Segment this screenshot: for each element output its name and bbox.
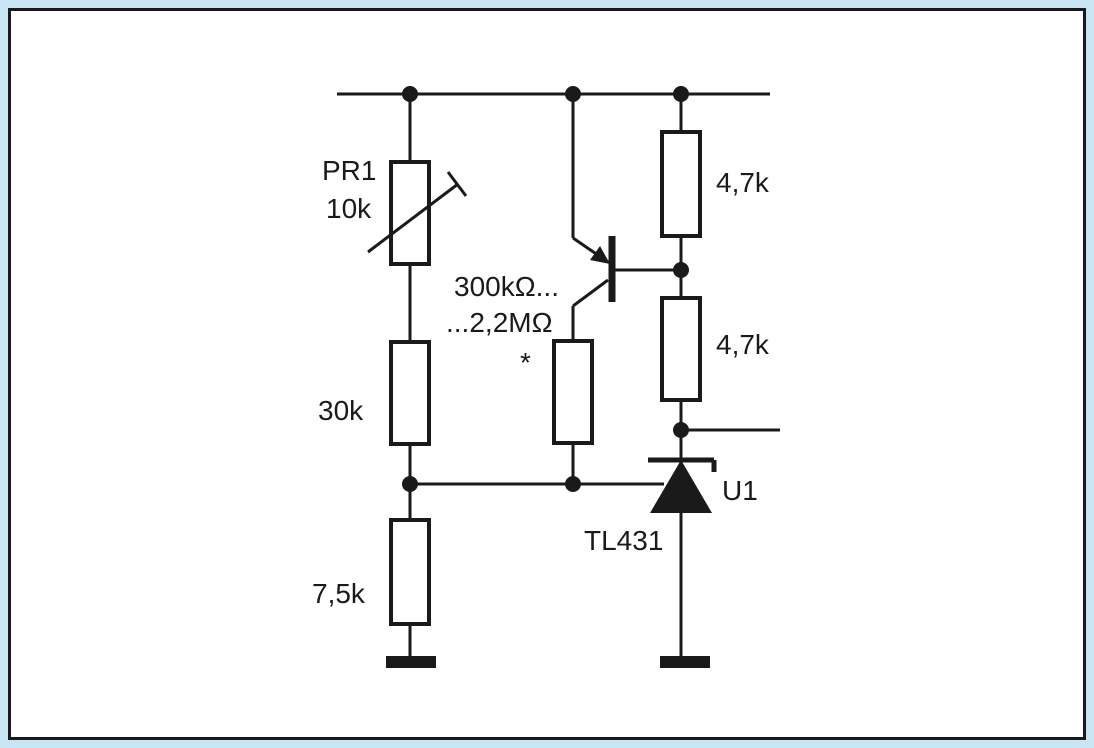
tl431-triangle: [650, 460, 712, 513]
resistor-selectable: [552, 339, 594, 445]
label-u1-name: U1: [722, 475, 758, 506]
label-pr1-value: 10k: [326, 193, 372, 224]
label-pr1-name: PR1: [322, 155, 376, 186]
label-selectable-line1: 300kΩ...: [454, 271, 559, 302]
junction-dot: [673, 86, 689, 102]
label-selectable-line2: ...2,2MΩ: [446, 307, 553, 338]
label-selectable-mark: *: [520, 347, 531, 378]
junction-dot: [565, 476, 581, 492]
junction-dot: [565, 86, 581, 102]
potentiometer-pr1: [389, 160, 431, 266]
transistor-emitter-arrow: [590, 246, 610, 264]
resistor-4-7k-bottom: [660, 296, 702, 402]
junction-dot: [402, 86, 418, 102]
potentiometer-arrow: [367, 182, 459, 254]
junction-dot: [673, 422, 689, 438]
label-resistor-30k: 30k: [318, 395, 364, 426]
resistor-4-7k-top: [660, 130, 702, 238]
resistor-30k: [389, 340, 431, 446]
transistor-collector: [572, 278, 609, 308]
ground-symbol-left: [386, 656, 436, 668]
label-resistor-4-7k-bottom: 4,7k: [716, 329, 770, 360]
label-resistor-4-7k-top: 4,7k: [716, 167, 770, 198]
potentiometer-arrow-head: [446, 171, 468, 197]
resistor-7-5k: [389, 518, 431, 626]
ground-symbol-right: [660, 656, 710, 668]
junction-dot: [402, 476, 418, 492]
diagram-frame: [8, 8, 1086, 740]
label-u1-part: TL431: [584, 525, 663, 556]
junction-dot: [673, 262, 689, 278]
label-resistor-7-5k: 7,5k: [312, 578, 366, 609]
